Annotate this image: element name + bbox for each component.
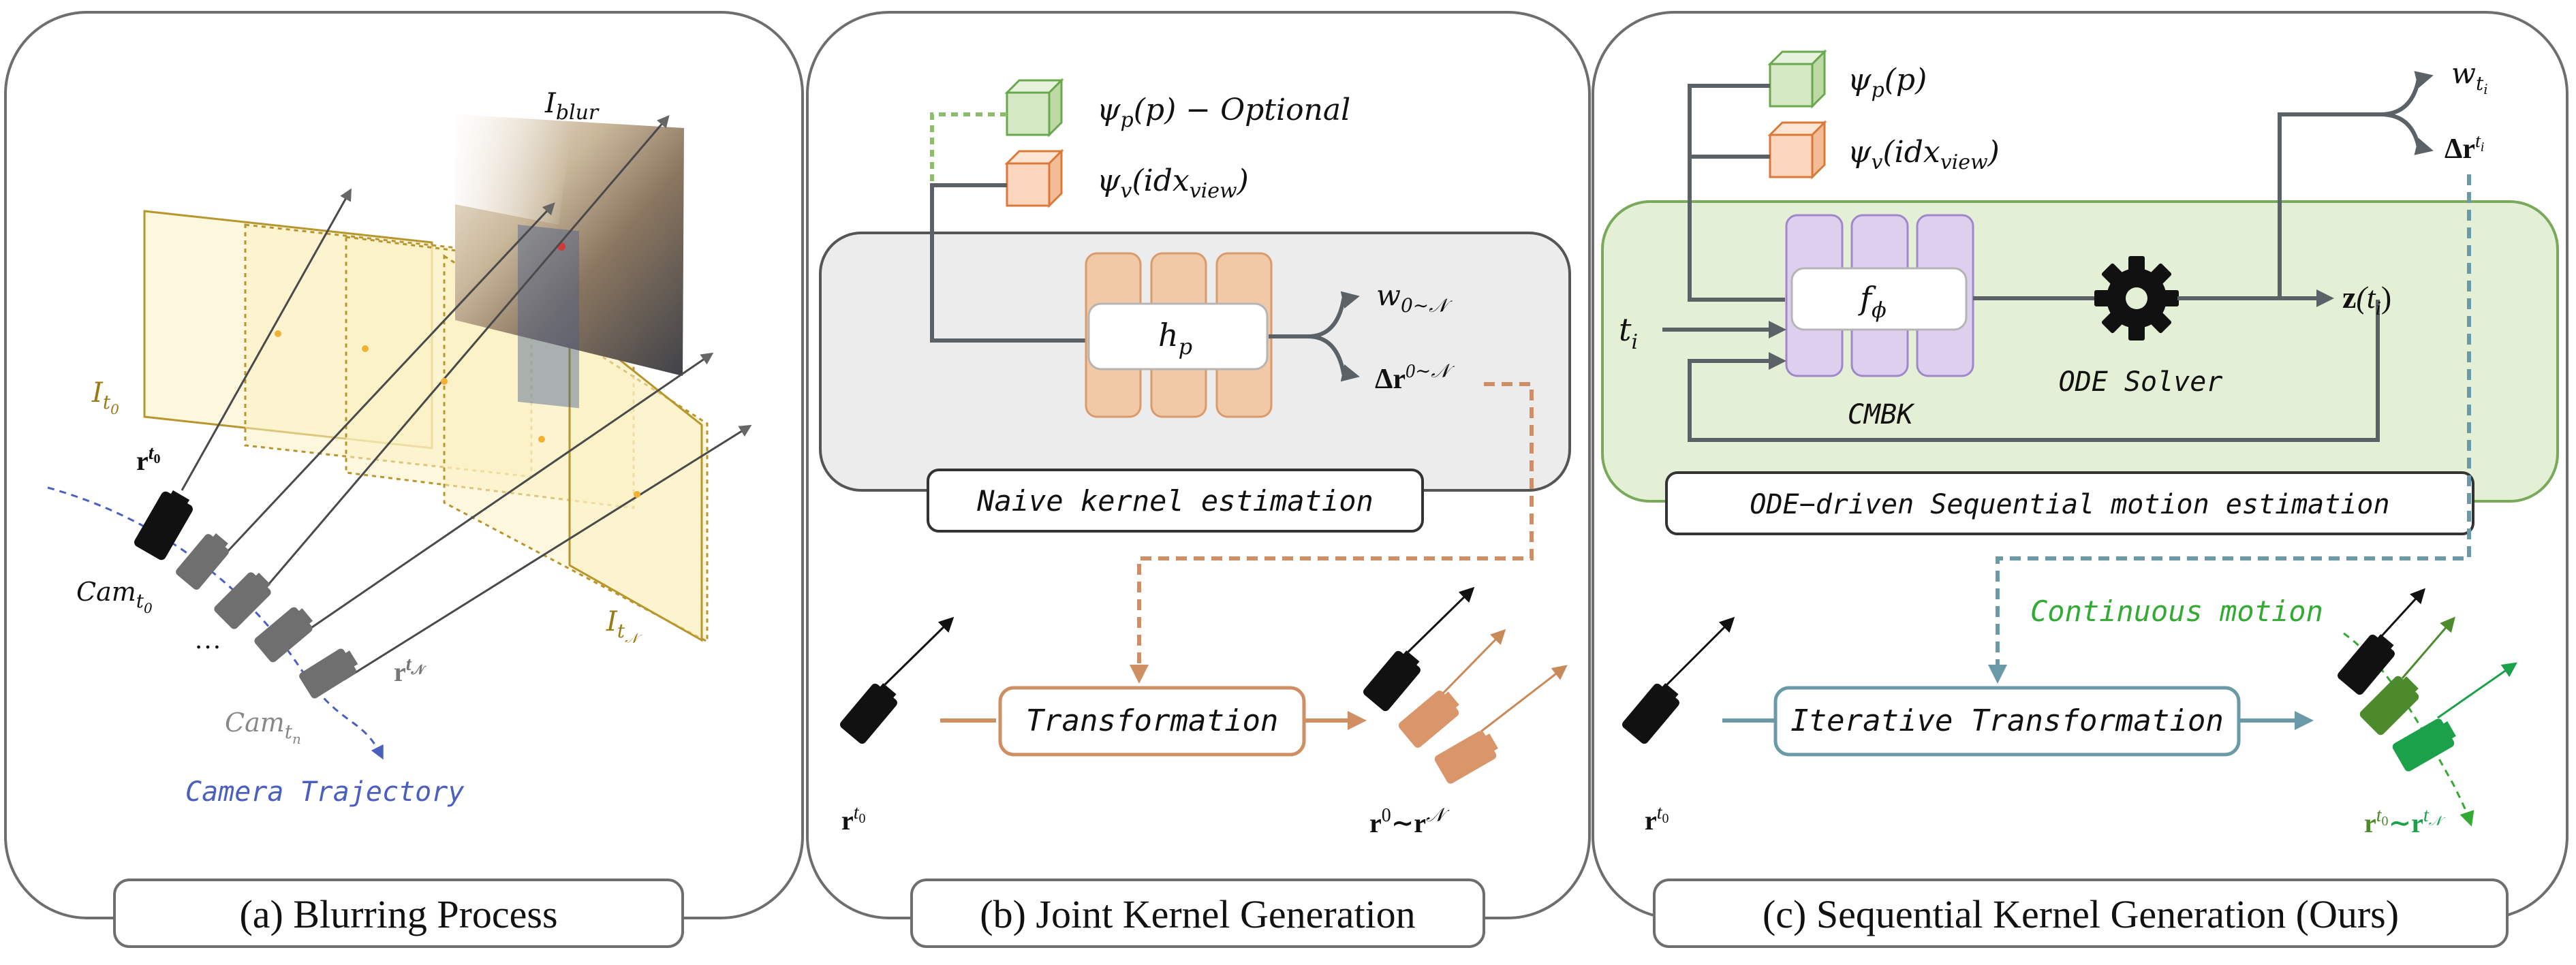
time-input-label: ti [1619,311,1638,354]
kernel-to-transform-arrow [1130,382,1534,684]
frame-centers [275,330,640,498]
input-camera-c [1620,616,1735,746]
cmbk-label: CMBK [1848,399,1915,430]
psi-v-label-b: ψv(idxview) [1097,163,1249,203]
input-camera-b [838,616,955,746]
out-w-label-c: wti [2451,57,2488,97]
panel-c: ψp(p) ψv(idxview) fϕ CMBK ti [1592,11,2569,948]
gear-icon [2094,256,2179,341]
ode-module-label-box [1665,471,2474,535]
caption-b: (b) Joint Kernel Generation [980,892,1415,936]
iterative-transform-label: Iterative Transformation [1790,703,2224,738]
frame-last-label: It𝒩 [606,606,642,646]
camera-rays [181,114,752,681]
ode-module [1601,200,2559,503]
frame-stack [143,210,709,644]
kernel-to-iterative-arrow [1988,174,2471,684]
out-r-arrow-c [2380,112,2434,155]
ode-solver-label: ODE Solver [2059,366,2223,398]
input-label-b: rt0 [841,802,866,836]
cube-psi-p-b [1004,78,1064,138]
cam-first-label: Camt0 [76,577,153,616]
output-cameras-c [2336,588,2517,773]
ray-first-label: rt0 [136,443,161,476]
solver-branch [2278,112,2380,298]
ellipsis: … [194,624,221,654]
network-cmbk [1785,214,1974,377]
frame-first-label: It0 [91,377,119,417]
psi-v-label-c: ψv(idxview) [1848,135,2000,174]
output-label-c: rt0∼rt𝒩 [2364,805,2446,838]
out-r-arrow-b [1307,334,1360,382]
state-z-label: z(ti) [2342,280,2391,319]
transform-label-b: Transformation [1026,703,1279,738]
out-r-label-b: Δr0∼𝒩 [1375,361,1455,395]
psi-p-label-b: ψp(p) − Optional [1097,93,1350,132]
psi-v-connector-b [930,183,1089,343]
cam-last-label: Camtn [225,708,301,747]
network-hp [1085,252,1273,418]
psi-p-label-c: ψp(p) [1848,63,1927,102]
network-hp-label: hp [1158,317,1192,360]
trajectory-label: Camera Trajectory [185,776,464,808]
caption-a-box [113,879,684,948]
panel-b: ψp(p) − Optional ψv(idxview) hp w0∼𝒩 Δr0… [806,11,1591,948]
caption-c: (c) Sequential Kernel Generation (Ours) [1763,892,2399,936]
ray-last-label: rt𝒩 [394,654,427,687]
naive-module-label: Naive kernel estimation [976,484,1374,518]
blur-image-label: Iblur [544,88,600,125]
psi-p-connector-c [1688,84,1785,302]
caption-a: (a) Blurring Process [239,892,557,936]
naive-module-label-box [927,469,1424,533]
caption-c-box [1653,879,2509,948]
feedback-loop [1688,300,2380,442]
out-w-label-b: w0∼𝒩 [1376,279,1453,317]
caption-b-box [910,879,1485,948]
out-r-label-c: Δrti [2445,131,2484,165]
cube-psi-p-c [1767,49,1827,109]
panel-a: Iblur It0 It𝒩 rt0 rt𝒩 Camt0 Camtn … Came… [4,11,804,948]
ode-module-label: ODE−driven Sequential motion estimation [1750,489,2389,520]
blur-image [455,114,684,409]
network-f-label: fϕ [1858,280,1887,323]
cube-psi-v-b [1004,148,1064,208]
continuous-motion-label: Continuous motion [2030,595,2323,628]
cube-psi-v-c [1767,120,1827,180]
input-label-c: rt0 [1645,802,1669,836]
output-cameras-b [1361,586,1568,785]
